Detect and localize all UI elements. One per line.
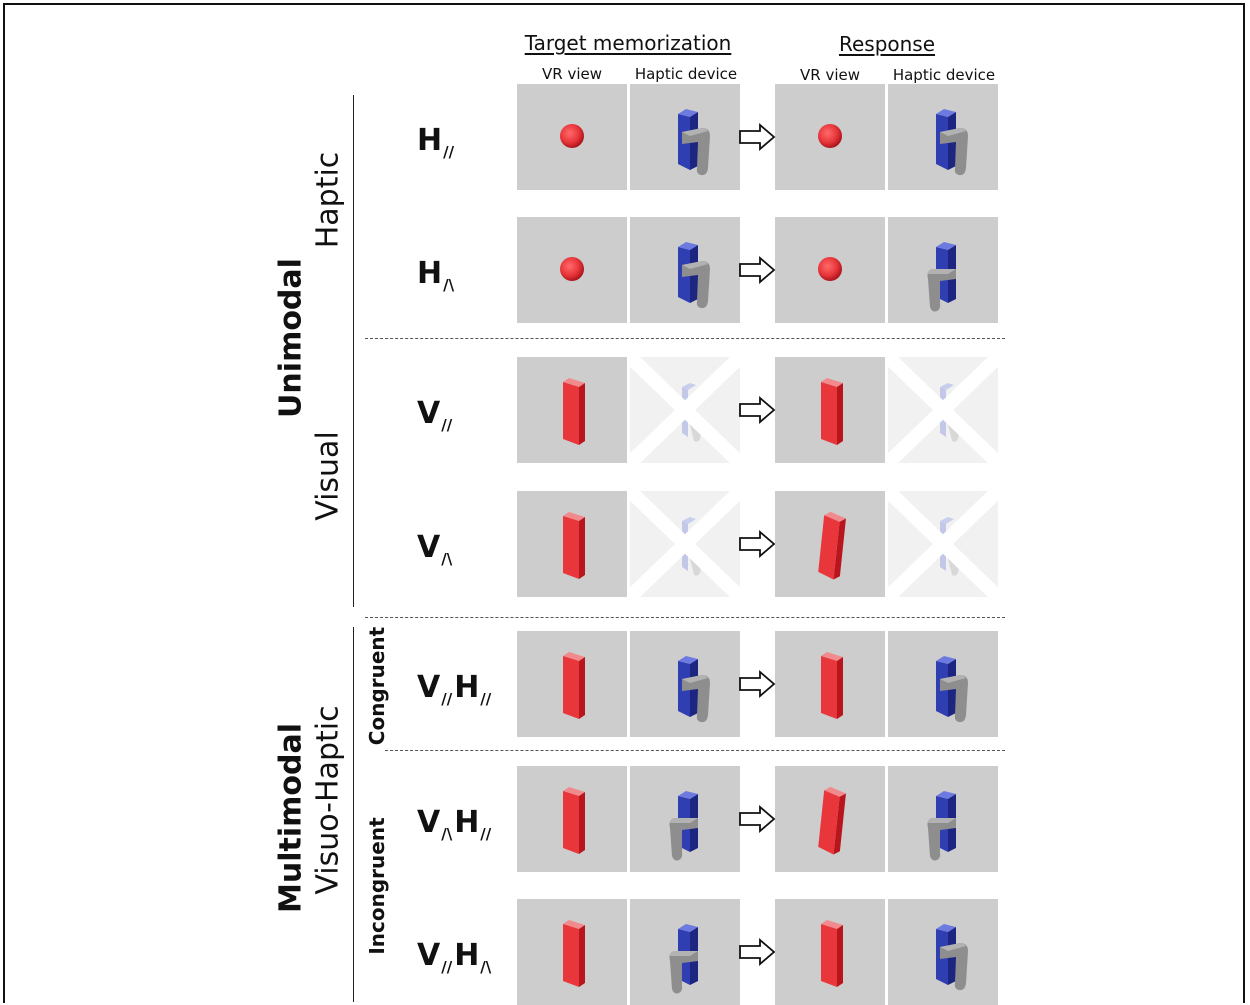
header-response: Response bbox=[838, 32, 936, 56]
label-visual: Visual bbox=[310, 431, 346, 521]
haptic-upright-panel bbox=[888, 899, 998, 1005]
haptic-tilted-panel bbox=[888, 766, 998, 872]
tilted-block-panel bbox=[775, 491, 885, 597]
condition-letter: H bbox=[417, 256, 443, 291]
condition-subscript: // bbox=[441, 958, 453, 976]
condition-letter: H bbox=[454, 805, 480, 840]
header-haptic-device-response: Haptic device bbox=[892, 66, 996, 84]
arrow-right-icon bbox=[738, 123, 776, 151]
condition-subscript: // bbox=[480, 825, 492, 843]
vertical-rule-multimodal bbox=[353, 627, 354, 1002]
condition-label: H/\ bbox=[417, 259, 454, 293]
arrow-right-icon bbox=[738, 530, 776, 558]
condition-subscript: /\ bbox=[480, 958, 492, 976]
condition-label: V/\H// bbox=[417, 808, 491, 842]
block-target-panel bbox=[517, 899, 627, 1005]
sphere-target-panel bbox=[775, 217, 885, 323]
condition-letter: H bbox=[454, 938, 480, 973]
condition-label: V// bbox=[417, 399, 452, 433]
condition-label: V/\ bbox=[417, 533, 452, 567]
condition-subscript: // bbox=[443, 143, 455, 161]
arrow-right-icon bbox=[738, 396, 776, 424]
condition-letter: V bbox=[417, 530, 441, 565]
divider-congruent-incongruent bbox=[385, 750, 1005, 751]
block-target-panel bbox=[775, 357, 885, 463]
label-congruent: Congruent bbox=[365, 626, 389, 746]
condition-subscript: /\ bbox=[443, 276, 455, 294]
condition-letter: V bbox=[417, 805, 441, 840]
condition-letter: H bbox=[454, 670, 480, 705]
block-target-panel bbox=[517, 631, 627, 737]
block-target-panel bbox=[517, 491, 627, 597]
haptic-upright-panel bbox=[630, 84, 740, 190]
haptic-tilted-panel bbox=[630, 899, 740, 1005]
divider-haptic-visual bbox=[365, 338, 1005, 339]
crossed-out-haptic-panel bbox=[630, 357, 740, 463]
condition-subscript: // bbox=[441, 416, 453, 434]
block-target-panel bbox=[775, 631, 885, 737]
divider-unimodal-multimodal bbox=[365, 617, 1005, 618]
label-multimodal: Multimodal bbox=[273, 723, 309, 913]
label-haptic: Haptic bbox=[310, 151, 346, 249]
haptic-tilted-panel bbox=[888, 217, 998, 323]
condition-subscript: /\ bbox=[441, 550, 453, 568]
haptic-tilted-panel bbox=[630, 766, 740, 872]
condition-subscript: // bbox=[480, 690, 492, 708]
condition-label: V//H/\ bbox=[417, 941, 491, 975]
haptic-upright-panel bbox=[888, 631, 998, 737]
arrow-right-icon bbox=[738, 256, 776, 284]
crossed-out-haptic-panel bbox=[888, 491, 998, 597]
tilted-block-panel bbox=[775, 766, 885, 872]
condition-subscript: // bbox=[441, 690, 453, 708]
arrow-right-icon bbox=[738, 805, 776, 833]
condition-letter: H bbox=[417, 123, 443, 158]
condition-letter: V bbox=[417, 938, 441, 973]
label-incongruent: Incongruent bbox=[365, 817, 389, 955]
condition-subscript: /\ bbox=[441, 825, 453, 843]
sphere-target-panel bbox=[517, 217, 627, 323]
block-target-panel bbox=[517, 357, 627, 463]
figure-frame bbox=[3, 3, 1245, 1003]
crossed-out-haptic-panel bbox=[630, 491, 740, 597]
haptic-upright-panel bbox=[888, 84, 998, 190]
block-target-panel bbox=[517, 766, 627, 872]
haptic-upright-panel bbox=[630, 631, 740, 737]
label-unimodal: Unimodal bbox=[273, 258, 309, 418]
header-vr-view-response: VR view bbox=[800, 66, 860, 84]
haptic-upright-panel bbox=[630, 217, 740, 323]
block-target-panel bbox=[775, 899, 885, 1005]
condition-label: H// bbox=[417, 126, 454, 160]
header-vr-view-target: VR view bbox=[542, 65, 602, 83]
condition-letter: V bbox=[417, 396, 441, 431]
arrow-right-icon bbox=[738, 670, 776, 698]
arrow-right-icon bbox=[738, 938, 776, 966]
sphere-target-panel bbox=[517, 84, 627, 190]
condition-label: V//H// bbox=[417, 673, 491, 707]
crossed-out-haptic-panel bbox=[888, 357, 998, 463]
header-haptic-device-target: Haptic device bbox=[634, 65, 738, 83]
vertical-rule-unimodal bbox=[353, 95, 354, 607]
sphere-target-panel bbox=[775, 84, 885, 190]
condition-letter: V bbox=[417, 670, 441, 705]
label-visuo-haptic: Visuo-Haptic bbox=[310, 705, 346, 895]
header-target-memorization: Target memorization bbox=[524, 31, 732, 55]
